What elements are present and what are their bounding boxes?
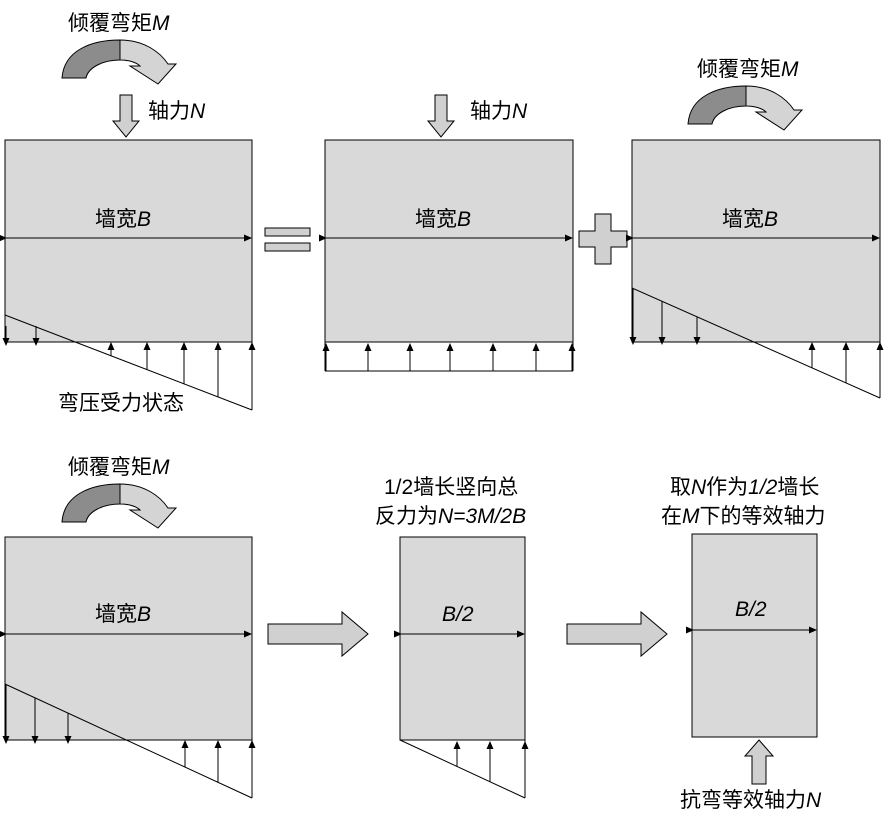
wall-panel-1 bbox=[4, 139, 253, 343]
equivalent-line2: 在M下的等效轴力 bbox=[661, 505, 826, 528]
wall-panel-6 bbox=[691, 533, 818, 738]
wall-panel-3 bbox=[631, 139, 881, 343]
stress-diagonal-5 bbox=[399, 739, 526, 799]
wall-panel-2 bbox=[324, 139, 574, 343]
down-block-arrow-icon-1 bbox=[111, 94, 141, 138]
equivalent-line1: 取N作为1/2墙长 bbox=[670, 476, 819, 499]
resist-axial-label: 抗弯等效轴力N bbox=[680, 789, 822, 812]
down-block-arrow-icon-2 bbox=[426, 94, 456, 138]
width-label-4: 墙宽B bbox=[95, 603, 151, 626]
curved-moment-arrow-icon-1-rise bbox=[61, 39, 121, 79]
curved-moment-arrow-icon-4-fall bbox=[119, 483, 178, 529]
wall-panel-4 bbox=[4, 536, 253, 741]
stress-diagonal-3 bbox=[631, 287, 881, 399]
plus-sign-icon bbox=[578, 213, 628, 265]
equals-sign-icon-bottom bbox=[264, 242, 311, 252]
width-label-3: 墙宽B bbox=[722, 208, 778, 231]
curved-moment-arrow-icon-3-rise bbox=[687, 85, 747, 125]
moment-label-4: 倾覆弯矩M bbox=[68, 456, 170, 479]
half-width-label-6: B/2 bbox=[735, 598, 767, 621]
width-label-1: 墙宽B bbox=[95, 208, 151, 231]
wall-panel-5 bbox=[399, 536, 526, 741]
right-block-arrow-icon-1 bbox=[267, 610, 369, 658]
half-reaction-line1: 1/2墙长竖向总 bbox=[384, 476, 518, 499]
right-block-arrow-icon-2 bbox=[566, 610, 668, 658]
moment-label-1: 倾覆弯矩M bbox=[68, 12, 170, 35]
curved-moment-arrow-icon-1-fall bbox=[119, 39, 178, 85]
width-label-2: 墙宽B bbox=[415, 208, 471, 231]
half-reaction-line2: 反力为N=3M/2B bbox=[375, 505, 526, 528]
up-block-arrow-icon bbox=[743, 739, 775, 785]
curved-moment-arrow-icon-4-rise bbox=[61, 483, 121, 523]
curved-moment-arrow-icon-3-fall bbox=[745, 85, 804, 131]
equals-sign-icon-top bbox=[264, 227, 311, 237]
stress-diagonal-1 bbox=[4, 314, 253, 411]
half-width-label-5: B/2 bbox=[442, 603, 474, 626]
stress-diagonal-4 bbox=[4, 683, 253, 799]
state-label: 弯压受力状态 bbox=[58, 392, 184, 415]
moment-label-3: 倾覆弯矩M bbox=[697, 58, 799, 81]
axial-label-2: 轴力N bbox=[470, 100, 528, 123]
axial-label-1: 轴力N bbox=[148, 100, 206, 123]
